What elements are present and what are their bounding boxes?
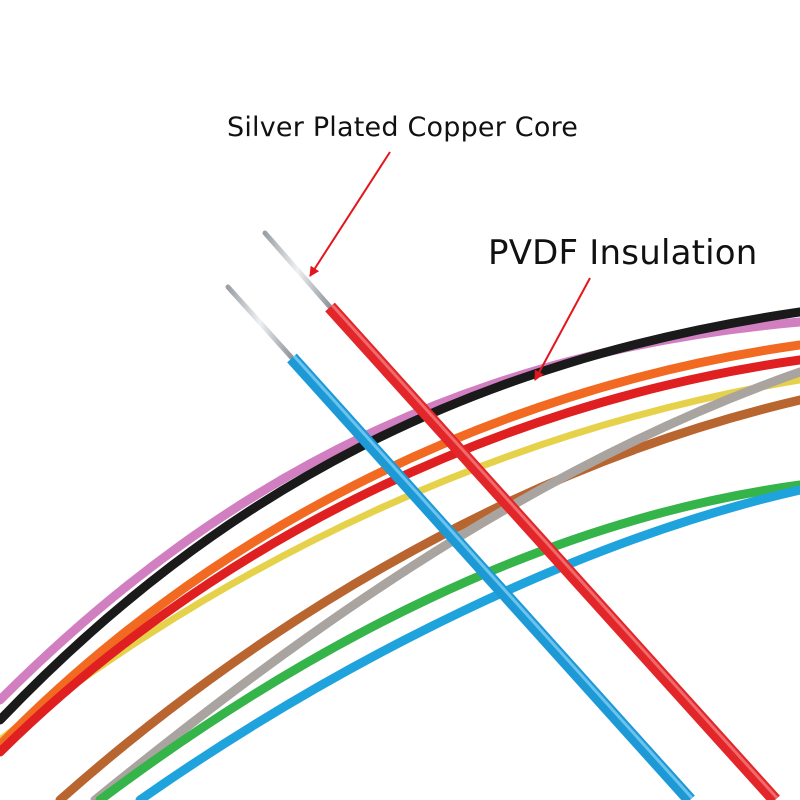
gray-wire <box>90 367 800 800</box>
red-wire-conductor <box>262 230 333 310</box>
cyan-curved-wire <box>135 485 800 800</box>
blue-wire-highlight <box>292 354 694 800</box>
blue-wire-conductor <box>225 284 295 361</box>
red-stripped-wire <box>325 302 780 800</box>
blue-stripped-wire <box>287 353 695 800</box>
insulation-arrow <box>534 277 591 381</box>
core-arrow <box>309 151 391 277</box>
black-wire <box>0 307 800 725</box>
red-curved-wire <box>0 355 800 757</box>
core-label: Silver Plated Copper Core <box>227 112 579 143</box>
orange-wire <box>0 340 800 750</box>
red-wire-highlight <box>330 303 779 800</box>
green-wire <box>95 480 800 800</box>
brown-wire <box>55 395 800 800</box>
insulation-label: PVDF Insulation <box>488 233 758 273</box>
